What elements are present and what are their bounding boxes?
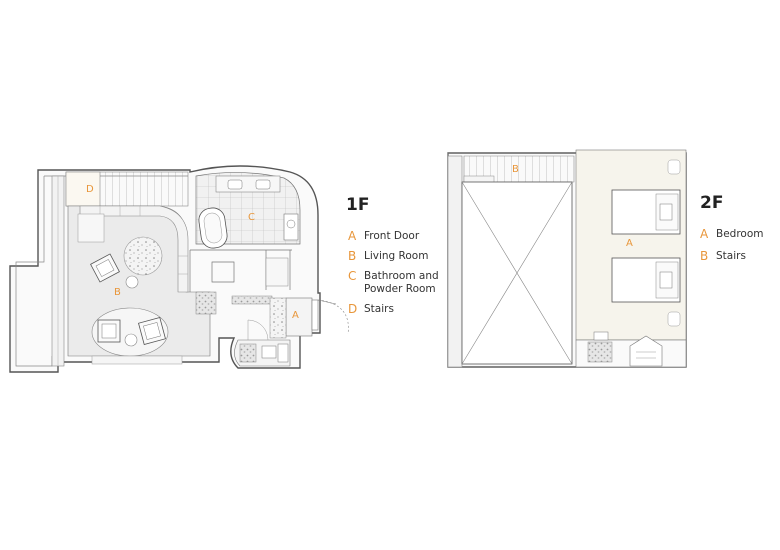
legend-letter: B [348, 249, 357, 263]
legend-label: Stairs [716, 250, 746, 262]
legend-letter: B [700, 249, 709, 263]
bed-1 [611, 189, 681, 235]
legend-letter: C [348, 269, 357, 283]
map-label-2f-b: B [512, 164, 519, 175]
map-label-1f-a: A [292, 310, 299, 321]
map-label-2f-a: A [626, 238, 633, 249]
legend-label: Living Room [364, 250, 429, 262]
closet [629, 335, 663, 367]
legend-letter: D [348, 302, 358, 316]
legend-letter: A [348, 229, 357, 243]
legend-item-stairs: D Stairs [348, 303, 394, 316]
round-rug [123, 236, 163, 276]
legend-label: Stairs [364, 303, 394, 315]
legend-item-living-room: B Living Room [348, 250, 428, 263]
map-label-1f-d: D [86, 184, 94, 195]
bed-2 [611, 257, 681, 303]
vanity-counter [215, 175, 281, 193]
floor-2-title: 2F [700, 193, 724, 213]
floor-2-plan: B A [447, 149, 687, 368]
legend-label: Bedroom [716, 228, 764, 240]
legend-label: Front Door [364, 230, 420, 242]
legend-item-bedroom: A Bedroom [700, 228, 764, 241]
front-door-area [285, 297, 313, 337]
legend-letter: A [700, 227, 709, 241]
map-label-1f-b: B [114, 287, 121, 298]
armchair-2 [97, 319, 121, 343]
armchair-3 [138, 317, 166, 345]
legend-item-bathroom: C Bathroom and Powder Room [348, 270, 439, 296]
floor-1-plan: D B C A [9, 165, 349, 373]
desk-stone [587, 341, 613, 363]
front-door-swing [317, 299, 349, 335]
entry-stone-2 [231, 295, 273, 305]
legend-item-stairs-2f: B Stairs [700, 250, 746, 263]
legend-item-front-door: A Front Door [348, 230, 419, 243]
legend-label: Bathroom and Powder Room [364, 270, 439, 295]
floor-1-title: 1F [346, 195, 370, 215]
entry-stone-1 [195, 291, 217, 315]
side-table [125, 275, 139, 289]
armchair-1 [90, 253, 120, 283]
map-label-1f-c: C [248, 212, 255, 223]
